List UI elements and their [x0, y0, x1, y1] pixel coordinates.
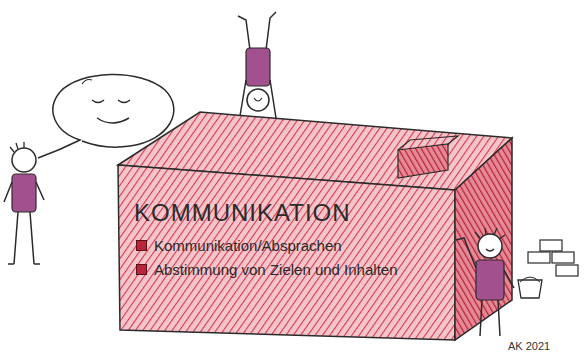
brick	[552, 252, 574, 263]
handstand-face	[254, 98, 262, 101]
bullet-square	[136, 264, 147, 275]
item-text: Abstimmung von Zielen und Inhalten	[154, 261, 397, 278]
worker-hair	[475, 228, 505, 239]
worker-face	[486, 249, 494, 251]
handstand-arms	[240, 80, 276, 118]
figure-head	[12, 148, 36, 172]
bucket	[518, 280, 542, 298]
item-text: Kommunikation/Absprachen	[154, 237, 342, 254]
block-front	[118, 165, 455, 340]
bubble-face	[92, 100, 130, 123]
signature: AK 2021	[508, 340, 550, 352]
bucket-handle	[520, 277, 540, 282]
heading-text: KOMMUNIKATION	[134, 199, 351, 226]
figure-limbs	[4, 182, 44, 264]
worker-limbs	[456, 238, 514, 336]
worker-head	[478, 234, 502, 258]
block-heading: KOMMUNIKATION	[134, 198, 434, 228]
worker-body	[476, 260, 504, 300]
figure-body	[12, 174, 36, 212]
speech-bubble	[38, 74, 174, 158]
handstand-body	[246, 48, 270, 86]
brick	[540, 240, 562, 251]
brick-gap-edge	[398, 136, 458, 150]
bubble-hair	[82, 80, 92, 85]
handstand-head	[247, 89, 269, 111]
bullet-square	[136, 240, 147, 251]
block-face-text: KOMMUNIKATION Kommunikation/AbsprachenAbs…	[134, 198, 434, 284]
bullet-item: Abstimmung von Zielen und Inhalten	[134, 260, 434, 279]
handstand-legs	[238, 12, 276, 50]
brick-pile	[528, 240, 578, 276]
figure-hair	[10, 142, 24, 152]
brick	[556, 265, 578, 276]
brick	[528, 252, 550, 263]
brick-gap	[398, 144, 448, 178]
bullet-item: Kommunikation/Absprachen	[134, 236, 434, 255]
block-side	[455, 138, 512, 340]
